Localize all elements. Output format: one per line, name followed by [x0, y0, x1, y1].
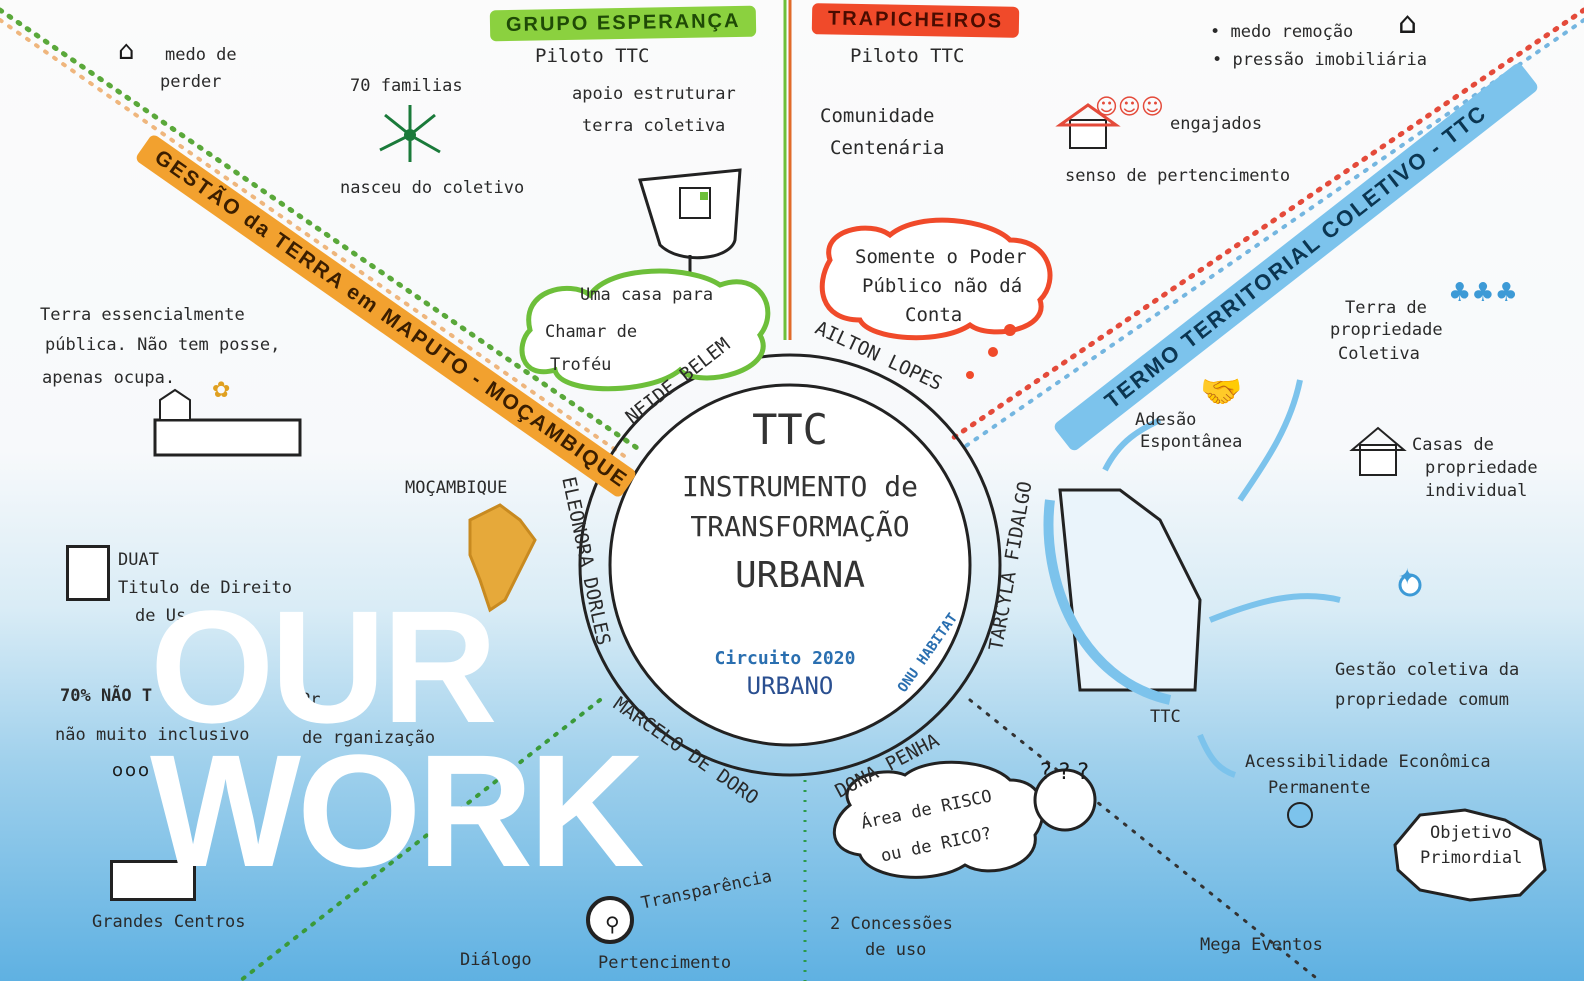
sad-house-icon: ⌂ — [118, 36, 135, 66]
banner-grupo-esperanca: GRUPO ESPERANÇA — [489, 5, 757, 42]
note-terra-publica-1: Terra essencialmente — [40, 305, 245, 325]
lightbulb-icon: ✦ — [1398, 565, 1417, 590]
note-adesao-1: Adesão — [1135, 410, 1197, 430]
note-nasceu: nasceu do coletivo — [340, 178, 525, 198]
banner-trapicheiros: TRAPICHEIROS — [811, 3, 1020, 38]
note-familias: 70 familias — [350, 76, 463, 96]
note-trofeu-3: Troféu — [550, 355, 612, 375]
note-casas-2: propriedade — [1425, 458, 1538, 478]
handshake-icon: 🤝 — [1200, 372, 1243, 412]
note-ttc-small: TTC — [1150, 707, 1181, 727]
note-medo-perder-2: perder — [160, 72, 222, 92]
note-grandes-centros: Grandes Centros — [92, 912, 246, 932]
note-duat-3: de Us — [135, 606, 187, 626]
magnifier-icon: ⚲ — [605, 912, 620, 936]
note-acessibilidade-2: Permanente — [1268, 778, 1371, 798]
note-duat-2: Titulo de Direito — [118, 578, 292, 598]
note-comunidade-2: Centenária — [830, 137, 945, 159]
question-marks-icon: ? ? ? — [1040, 760, 1090, 785]
note-medo-perder-1: medo de — [165, 45, 237, 65]
note-concessoes-1: 2 Concessões — [830, 914, 953, 934]
note-comunidade-1: Comunidade — [820, 105, 935, 127]
note-terra-publica-3: apenas ocupa. — [42, 368, 176, 388]
note-gestao-coletiva-2: propriedade comum — [1335, 690, 1509, 710]
people-group-icon: ☺☺☺ — [1095, 95, 1164, 120]
note-casas-1: Casas de — [1412, 435, 1494, 455]
note-terra-coletiva-3: Coletiva — [1338, 344, 1420, 364]
note-poder-3: Conta — [905, 304, 963, 326]
note-terra-coletiva-2: propriedade — [1330, 320, 1443, 340]
note-concessoes-2: de uso — [865, 940, 927, 960]
note-terra-publica-2: pública. Não tem posse, — [45, 335, 281, 355]
note-pertencimento: Pertencimento — [598, 953, 732, 973]
note-apoio-1: apoio estruturar — [572, 84, 736, 104]
center-ttc: TTC — [752, 405, 828, 454]
note-poder-2: Público não dá — [862, 275, 1023, 297]
center-line2: TRANSFORMAÇÃO — [690, 510, 910, 543]
dots-icon: ooo — [112, 760, 152, 781]
note-organizacao-2: de rganização — [302, 728, 436, 748]
note-dialogo: Diálogo — [460, 950, 532, 970]
note-acessibilidade-1: Acessibilidade Econômica — [1245, 752, 1491, 772]
note-organizacao-1: Pr — [300, 690, 321, 710]
center-line1: INSTRUMENTO de — [681, 470, 918, 503]
note-poder-1: Somente o Poder — [855, 246, 1027, 268]
flower-icon: ✿ — [212, 378, 231, 403]
note-mocambique: MOÇAMBIQUE — [405, 478, 508, 498]
note-piloto-grupo: Piloto TTC — [535, 45, 650, 67]
plants-icon: ♣♣♣ — [1448, 278, 1518, 308]
note-objetivo-1: Objetivo — [1430, 823, 1512, 843]
note-terra-coletiva-1: Terra de — [1345, 298, 1427, 318]
note-medo-remocao: • medo remoção — [1210, 22, 1354, 42]
note-engajados: engajados — [1170, 114, 1263, 134]
center-urbano: URBANO — [746, 672, 834, 700]
note-trofeu-1: Uma casa para — [580, 285, 714, 305]
sad-house-icon-right: ⌂ — [1398, 6, 1418, 41]
note-setenta: 70% NÃO T — [60, 686, 153, 706]
note-mega-eventos: Mega Eventos — [1200, 935, 1323, 955]
hero-title-line2: WORK — [150, 721, 645, 900]
note-trofeu-2: Chamar de — [545, 322, 638, 342]
note-inclusivo: não muito inclusivo — [55, 725, 250, 745]
hero-title-line1: OUR — [150, 577, 498, 756]
trophy-icon — [655, 178, 715, 238]
note-adesao-2: Espontânea — [1140, 432, 1243, 452]
center-line3: URBANA — [734, 555, 866, 596]
note-apoio-2: terra coletiva — [582, 116, 726, 136]
document-icon — [66, 545, 110, 601]
note-duat-1: DUAT — [118, 550, 159, 570]
note-objetivo-2: Primordial — [1420, 848, 1523, 868]
buildings-icon — [110, 860, 196, 901]
note-casas-3: individual — [1425, 481, 1528, 501]
center-circuito: Circuito 2020 — [714, 648, 856, 669]
note-senso: senso de pertencimento — [1065, 166, 1291, 186]
note-piloto-trapicheiros: Piloto TTC — [850, 45, 965, 67]
note-pressao: • pressão imobiliária — [1212, 50, 1427, 70]
note-gestao-coletiva-1: Gestão coletiva da — [1335, 660, 1520, 680]
